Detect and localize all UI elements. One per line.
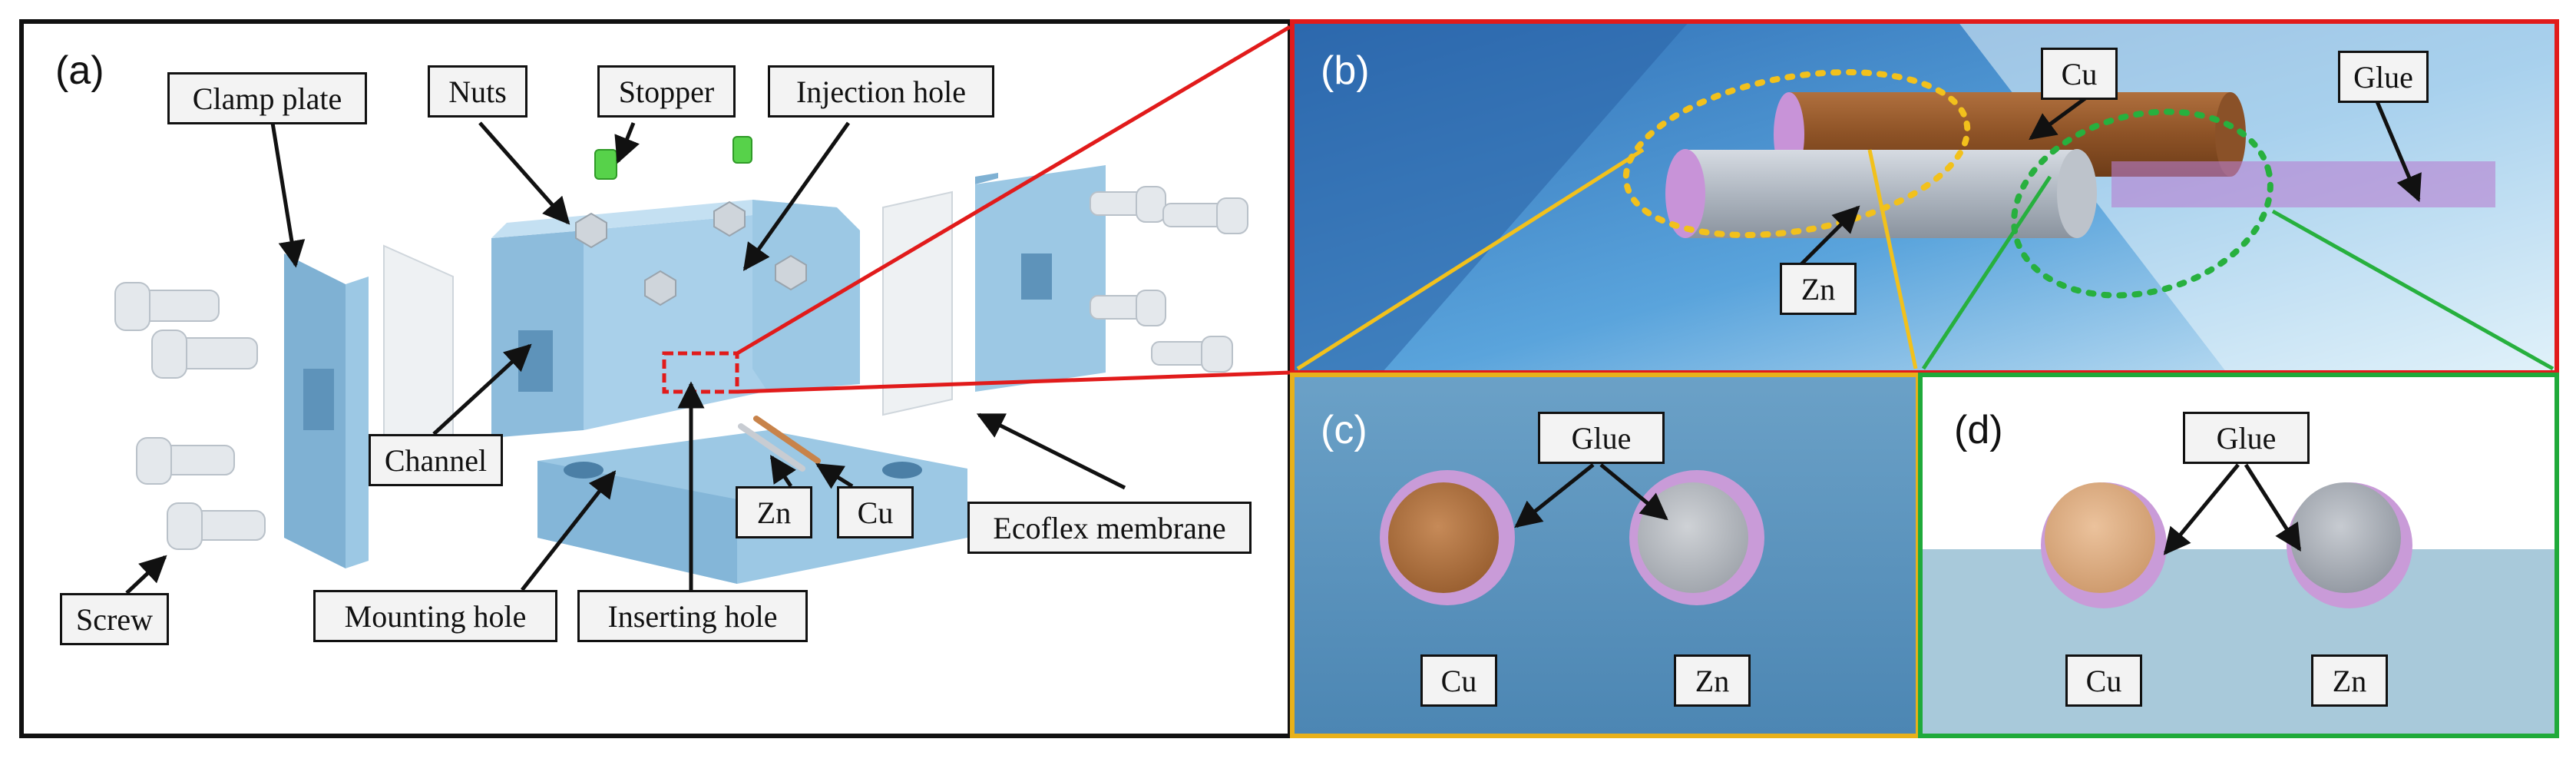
label-stopper: Stopper <box>597 65 736 118</box>
cu-disc-d <box>2045 482 2155 593</box>
label-ecoflex-membrane: Ecoflex membrane <box>967 502 1252 554</box>
label-glue-d: Glue <box>2183 412 2310 464</box>
panel-a-tag: (a) <box>55 48 104 93</box>
zn-disc-c <box>1638 482 1748 593</box>
label-nuts: Nuts <box>428 65 527 118</box>
label-injection-hole: Injection hole <box>768 65 994 118</box>
cu-wire <box>753 416 821 464</box>
label-zn-a: Zn <box>736 486 812 538</box>
screws-right <box>1090 186 1248 373</box>
panel-d-frame <box>1918 373 2559 738</box>
label-glue-b: Glue <box>2338 51 2429 103</box>
panel-b-tag: (b) <box>1321 48 1370 93</box>
label-zn-c: Zn <box>1674 654 1751 707</box>
label-clamp-plate: Clamp plate <box>167 72 367 124</box>
clamp-plate-right <box>975 165 1106 392</box>
label-cu-d: Cu <box>2065 654 2142 707</box>
stoppers <box>594 136 752 180</box>
ecoflex-membrane-right <box>882 190 953 416</box>
panel-d <box>1918 373 2559 738</box>
dotted-ellipse-green <box>2011 108 2273 299</box>
zoom-line-bottom <box>736 370 1291 394</box>
zn-rod-b <box>1665 149 2097 238</box>
panel-a-arrows <box>125 121 1126 595</box>
nuts <box>575 200 807 306</box>
label-zn-b: Zn <box>1780 263 1857 315</box>
panel-c-tag: (c) <box>1321 408 1367 452</box>
panel-d-base <box>1920 549 2557 736</box>
screws-left <box>114 282 266 550</box>
dotted-ellipse-yellow <box>1622 69 1971 238</box>
glue-channel-b <box>2111 161 2495 207</box>
label-zn-d: Zn <box>2311 654 2388 707</box>
clamp-plate-left <box>284 253 369 568</box>
cu-disc-c <box>1388 482 1499 593</box>
panel-d-tag: (d) <box>1954 408 2003 452</box>
zoom-box <box>662 351 739 394</box>
label-cu-a: Cu <box>837 486 914 538</box>
label-glue-c: Glue <box>1538 412 1665 464</box>
label-channel: Channel <box>369 434 503 486</box>
label-cu-b: Cu <box>2041 48 2118 100</box>
label-cu-c: Cu <box>1420 654 1497 707</box>
label-inserting-hole: Inserting hole <box>577 590 808 642</box>
zn-disc-d <box>2290 482 2401 593</box>
zoom-line-top <box>736 25 1291 356</box>
label-screw: Screw <box>60 593 169 645</box>
label-mounting-hole: Mounting hole <box>313 590 557 642</box>
